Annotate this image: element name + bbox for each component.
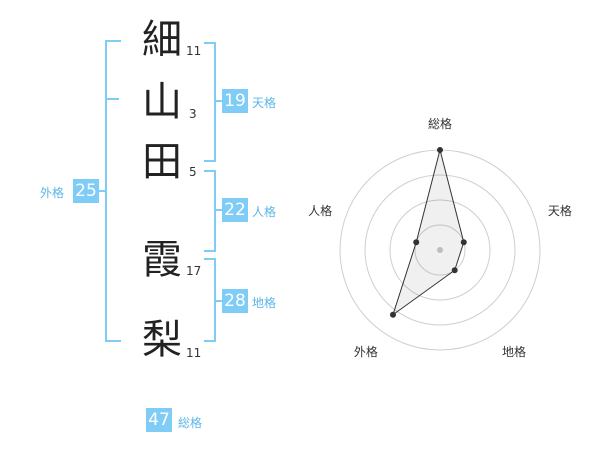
- gaikaku-inner-tick: [105, 98, 119, 100]
- char-1: 細: [142, 17, 182, 63]
- radar-axis-label-chikaku: 地格: [502, 344, 526, 359]
- stroke-count-4: 17: [186, 264, 202, 278]
- jinkaku-label: 人格: [252, 205, 277, 219]
- gaikaku-bracket: [105, 40, 121, 342]
- chikaku-value: 28: [222, 289, 248, 313]
- char-4: 霞: [142, 237, 182, 283]
- radar-points: [389, 147, 467, 318]
- radar-polygon: [392, 149, 465, 317]
- stroke-count-3: 5: [189, 165, 197, 179]
- gaikaku-connector: [95, 190, 105, 192]
- chikaku-label: 地格: [252, 296, 277, 310]
- soukaku-label: 総格: [178, 416, 203, 430]
- radar-point-0: [437, 147, 443, 153]
- gaikaku-label: 外格: [40, 186, 65, 200]
- radar-axis-label-tenkaku: 天格: [548, 203, 572, 218]
- soukaku-value: 47: [146, 408, 172, 432]
- char-3: 田: [142, 139, 182, 185]
- gaikaku-value: 25: [73, 179, 99, 203]
- stroke-count-5: 11: [186, 346, 202, 360]
- jinkaku-bracket: [204, 170, 216, 252]
- radar-ring-1: [414, 224, 466, 276]
- radar-point-4: [413, 239, 420, 246]
- radar-ring-3: [364, 174, 516, 326]
- chikaku-connector: [214, 300, 222, 302]
- radar-ring-2: [389, 199, 491, 301]
- tenkaku-bracket: [204, 42, 216, 162]
- radar-point-1: [460, 239, 467, 246]
- radar-center-dot: [437, 247, 443, 253]
- jinkaku-connector: [214, 209, 222, 211]
- radar-axis-label-gaikaku: 外格: [354, 344, 378, 359]
- tenkaku-label: 天格: [252, 96, 277, 110]
- stroke-count-1: 11: [186, 44, 202, 58]
- char-2: 山: [142, 79, 182, 125]
- radar-axis-label-jinkaku: 人格: [308, 203, 332, 218]
- radar-point-2: [451, 267, 458, 274]
- tenkaku-connector: [214, 100, 222, 102]
- char-5: 梨: [142, 317, 182, 363]
- radar-point-3: [389, 311, 396, 318]
- tenkaku-value: 19: [222, 89, 248, 113]
- stroke-count-2: 3: [189, 107, 197, 121]
- radar-grid: [339, 149, 541, 351]
- jinkaku-value: 22: [222, 198, 248, 222]
- radar-axis-label-soukaku: 総格: [428, 116, 452, 131]
